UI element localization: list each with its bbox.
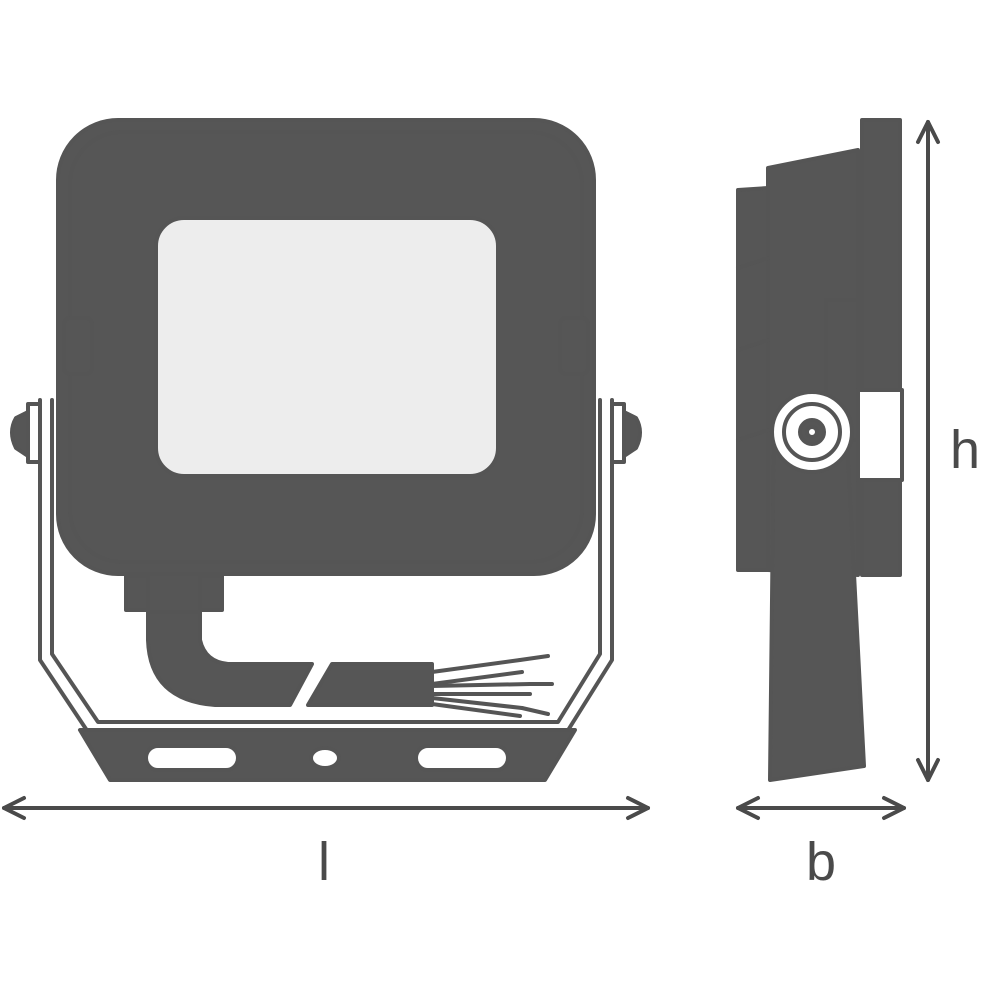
cable-wire-3	[430, 696, 524, 718]
dimension-height: h	[916, 120, 980, 782]
dimension-width-arrow-right	[882, 796, 906, 820]
dimension-height-arrow-top	[916, 120, 940, 144]
housing-clip-left	[62, 316, 94, 376]
bracket-inner-outline	[50, 398, 602, 724]
cable-sheath	[146, 603, 314, 707]
front-view	[10, 118, 642, 782]
cable-gland-nut	[146, 570, 202, 614]
dimension-height-arrow-bottom	[916, 758, 940, 782]
led-lens	[154, 216, 500, 478]
power-cable	[124, 570, 554, 718]
mounting-slot-left	[144, 744, 240, 772]
dimension-width: b	[736, 796, 906, 892]
dimension-width-label: b	[806, 832, 836, 892]
dimension-length-arrow-left	[2, 796, 26, 820]
mounting-bracket	[10, 398, 642, 782]
cable-sheath-end	[306, 662, 434, 707]
heatsink-fin-lines	[736, 256, 770, 442]
cable-wire-tips	[518, 654, 554, 716]
side-view	[736, 118, 904, 782]
pivot-bolt-center	[805, 425, 819, 439]
bracket-knob-right-washer	[610, 402, 626, 464]
side-bracket-pivot-plate	[856, 388, 904, 482]
side-bracket-arm	[768, 418, 866, 782]
dimension-length: l	[2, 796, 650, 892]
dimension-height-label: h	[950, 420, 980, 480]
mounting-slot-right	[414, 744, 510, 772]
side-front-plate	[860, 118, 902, 577]
cable-wire-1	[430, 658, 524, 686]
bracket-knob-left-washer	[26, 402, 42, 464]
cable-wire-2	[430, 682, 532, 696]
bracket-knob-left	[10, 410, 30, 458]
side-heatsink	[736, 186, 770, 572]
dimension-length-arrow-right	[626, 796, 650, 820]
dimension-width-arrow-left	[736, 796, 760, 820]
bracket-knob-right	[622, 410, 642, 458]
dimension-length-label: l	[318, 832, 330, 892]
housing-clip-right	[558, 316, 590, 376]
mounting-hole-center	[309, 746, 341, 770]
